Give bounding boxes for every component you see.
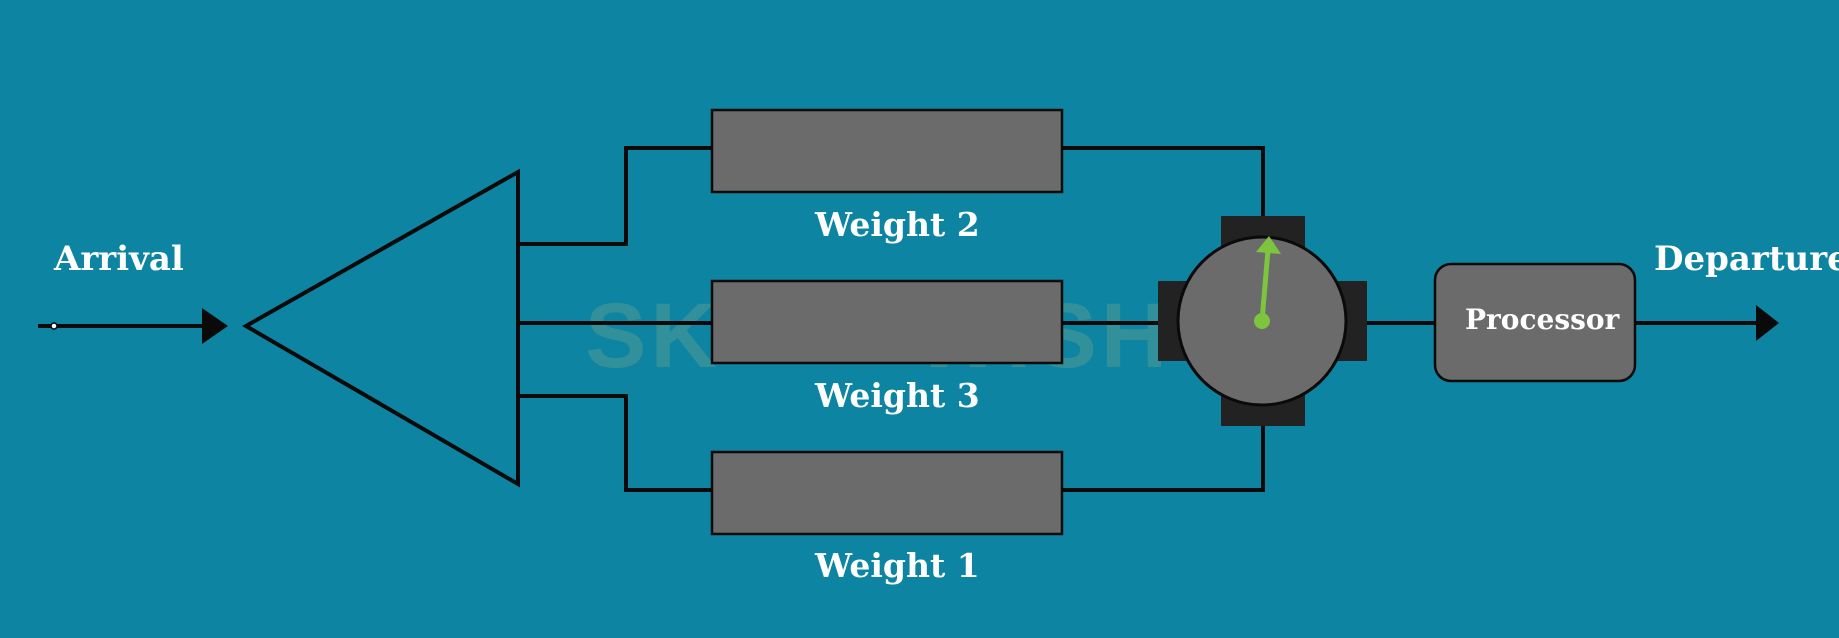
processor-box bbox=[1433, 262, 1637, 383]
arrival-arrowhead-icon bbox=[202, 308, 228, 344]
queue-output-line-bottom bbox=[1062, 424, 1265, 492]
branch-line-top bbox=[518, 146, 712, 246]
queue-middle bbox=[710, 279, 1064, 365]
branch-line-bottom bbox=[518, 394, 712, 492]
selector-pointer bbox=[1259, 247, 1271, 324]
selector-pivot bbox=[1254, 313, 1270, 329]
departure-arrowhead-icon bbox=[1756, 305, 1779, 341]
weight-label-bottom: Weight 1 bbox=[815, 546, 980, 585]
arrival-label: Arrival bbox=[54, 239, 184, 279]
queue-bottom bbox=[710, 450, 1064, 536]
weight-label-top: Weight 2 bbox=[815, 205, 980, 244]
arrival-start-dot bbox=[50, 322, 58, 330]
processor-label: Processor bbox=[1465, 303, 1620, 336]
triangle-splitter-icon bbox=[241, 168, 520, 488]
queue-output-line-top bbox=[1062, 146, 1265, 218]
departure-label: Departure bbox=[1654, 239, 1839, 279]
selector-pointer-head bbox=[1256, 236, 1281, 254]
queue-top bbox=[710, 108, 1064, 194]
weight-label-middle: Weight 3 bbox=[815, 376, 980, 415]
